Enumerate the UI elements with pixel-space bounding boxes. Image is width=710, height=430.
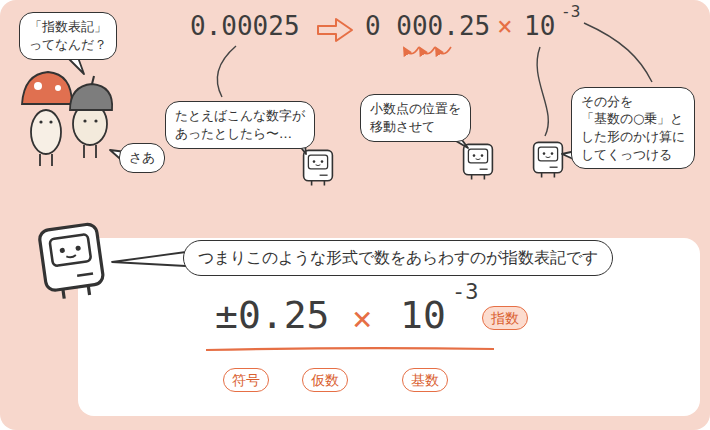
exponent-number: -3 (561, 3, 580, 21)
text-line: 小数点の位置を (370, 100, 461, 118)
leader-line (537, 47, 548, 136)
computer-character (39, 223, 106, 301)
speech-bubble: つまりこのような形式で数をあらわすのが指数表記です (183, 240, 613, 276)
summary-panel (78, 238, 700, 416)
times-sign: × (497, 12, 513, 41)
speech-bubble: 小数点の位置を 移動させて (360, 94, 471, 141)
base-number: 10 (400, 295, 446, 337)
text-line: 「基数の○乗」と (581, 110, 685, 128)
bubble-text: 仮数 (311, 371, 339, 389)
text-line: さあ (129, 149, 155, 167)
text-line: 移動させて (370, 118, 461, 136)
exponent-number: -3 (452, 280, 479, 304)
computer-character (304, 150, 333, 185)
text-line: つまりこのような形式で数をあらわすのが指数表記です (198, 247, 598, 269)
leader-line (217, 46, 236, 97)
bubble-tail (112, 252, 186, 266)
bubble-text: 符号 (232, 371, 260, 389)
text-line: たとえばこんな数字が (175, 107, 305, 125)
bubble-text: 基数 (411, 371, 439, 389)
shift-arc (404, 47, 419, 54)
computer-character (464, 144, 493, 179)
text-line: あったとしたら〜… (175, 125, 305, 143)
text-line: ってなんだ？ (29, 36, 107, 54)
leader-line (584, 23, 652, 82)
mushroom-character (22, 72, 72, 166)
shift-arc (436, 47, 451, 54)
bubble-text: 小数点の位置を 移動させて (370, 100, 461, 135)
base-number: 10 (524, 12, 555, 41)
speech-bubble: その分を 「基数の○乗」と した形のかけ算に してくっつける (571, 87, 695, 169)
text-line: 符号 (232, 371, 260, 389)
bubble-text: さあ (129, 149, 155, 167)
bubble-text: 「指数表記」 ってなんだ？ (29, 18, 107, 53)
term-tag: 符号 (223, 368, 269, 392)
term-tag: 指数 (482, 306, 528, 330)
text-line: その分を (581, 93, 685, 111)
bubble-text: たとえばこんな数字が あったとしたら〜… (175, 107, 305, 142)
bubble-text: つまりこのような形式で数をあらわすのが指数表記です (198, 247, 598, 269)
shift-arc (420, 47, 435, 54)
bubble-text: その分を 「基数の○乗」と した形のかけ算に してくっつける (581, 93, 685, 163)
number-text: 0 000.25 (365, 12, 490, 41)
number-text: 0.00025 (190, 12, 300, 41)
bubble-text: 指数 (491, 309, 519, 327)
text-line: した形のかけ算に (581, 128, 685, 146)
acorn-character (70, 76, 112, 158)
mantissa-number: ±0.25 (215, 295, 329, 337)
text-line: 基数 (411, 371, 439, 389)
times-sign: × (352, 300, 372, 337)
text-line: してくっつける (581, 146, 685, 164)
term-tag: 仮数 (302, 368, 348, 392)
shift-arcs (404, 47, 451, 54)
text-line: 「指数表記」 (29, 18, 107, 36)
speech-bubble: 「指数表記」 ってなんだ？ (19, 12, 117, 59)
speech-bubble: さあ (119, 143, 165, 173)
formula-underline (206, 348, 494, 350)
text-line: 仮数 (311, 371, 339, 389)
text-line: 指数 (491, 309, 519, 327)
computer-character (534, 142, 563, 177)
speech-bubble: たとえばこんな数字が あったとしたら〜… (165, 101, 315, 148)
term-tag: 基数 (402, 368, 448, 392)
bubble-tails (62, 52, 580, 266)
outline-arrow (318, 19, 352, 41)
